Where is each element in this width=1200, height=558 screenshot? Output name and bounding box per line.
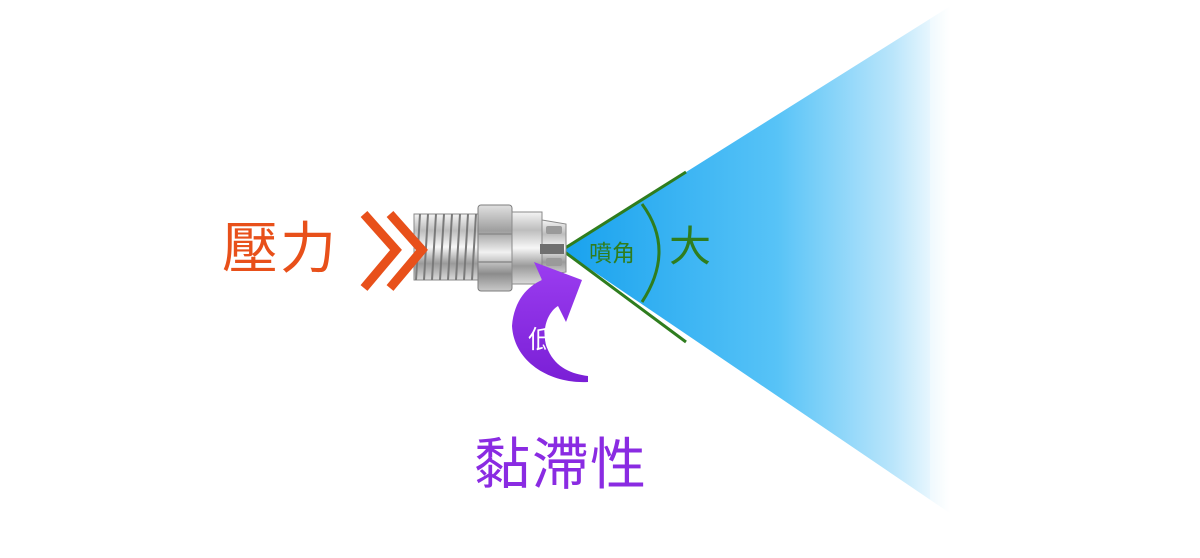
viscosity-value: 低 xyxy=(528,327,553,352)
spray-angle-label: 噴角 xyxy=(589,243,635,266)
spray-fade xyxy=(930,0,990,558)
pressure-label: 壓力 xyxy=(222,222,338,278)
spray-angle-value: 大 xyxy=(669,226,711,268)
viscosity-label: 黏滯性 xyxy=(474,438,648,494)
double-chevron-right-icon xyxy=(364,214,422,288)
